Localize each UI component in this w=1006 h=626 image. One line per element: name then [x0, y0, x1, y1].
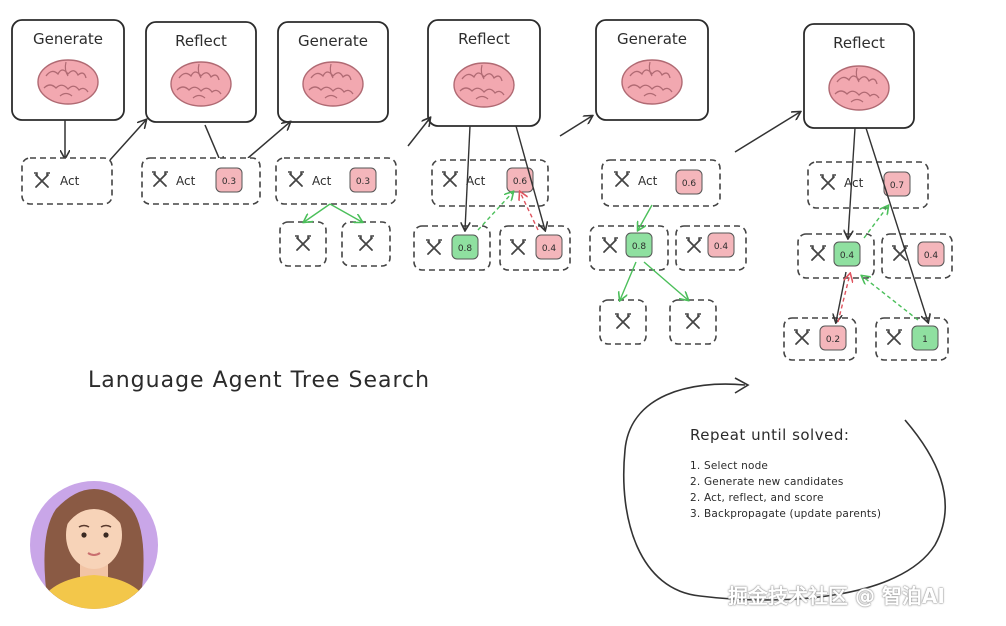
act-label: Act	[638, 174, 658, 188]
act-node: Act	[21, 157, 113, 205]
brain-icon	[37, 59, 99, 105]
stage-2-box: Reflect	[145, 21, 257, 123]
act-node: Act 0.7	[807, 161, 929, 209]
child-node	[599, 299, 647, 345]
score-label: 0.6	[682, 179, 697, 189]
stage-label: Reflect	[833, 34, 885, 52]
act-node: Act 0.6	[431, 159, 549, 207]
act-label: Act	[176, 174, 196, 188]
repeat-loop-arrow	[622, 377, 946, 601]
score-label: 0.4	[840, 251, 855, 261]
child-node: 0.2	[783, 317, 857, 361]
score-label: 0.8	[458, 244, 473, 254]
score-label: 0.6	[513, 177, 528, 187]
child-node	[341, 221, 391, 267]
brain-icon	[828, 65, 890, 111]
repeat-instructions: Repeat until solved: 1. Select node 2. G…	[690, 426, 940, 522]
stage-arrows	[65, 112, 800, 165]
repeat-title: Repeat until solved:	[690, 426, 850, 444]
avatar	[30, 481, 158, 609]
stage-label: Reflect	[175, 32, 227, 50]
stage-label: Generate	[33, 30, 103, 48]
score-label: 0.7	[890, 181, 904, 191]
score-label: 1	[922, 335, 928, 345]
child-node: 0.8	[413, 225, 491, 271]
child-node: 1	[875, 317, 949, 361]
score-label: 0.4	[714, 242, 729, 252]
brain-icon	[170, 61, 232, 107]
act-node: Act 0.3	[275, 157, 397, 205]
stage-6-box: Reflect	[803, 23, 915, 129]
act-node: Act 0.6	[601, 159, 721, 207]
score-label: 0.3	[356, 177, 370, 187]
repeat-step: 2. Act, reflect, and score	[690, 492, 824, 504]
stage-label: Reflect	[458, 30, 510, 48]
stage-4-box: Reflect	[427, 19, 541, 127]
child-node: 0.4	[881, 233, 953, 279]
brain-icon	[302, 61, 364, 107]
stage-3-box: Generate	[277, 21, 389, 123]
act-node: Act 0.3	[141, 157, 261, 205]
child-node: 0.4	[675, 225, 747, 271]
brain-icon	[621, 59, 683, 105]
repeat-step: 1. Select node	[690, 460, 769, 472]
repeat-step: 3. Backpropagate (update parents)	[690, 508, 882, 520]
watermark: 掘金技术社区 @ 智泊AI	[728, 584, 945, 608]
score-label: 0.8	[632, 242, 647, 252]
repeat-step: 2. Generate new candidates	[690, 476, 844, 488]
child-node	[669, 299, 717, 345]
brain-icon	[453, 62, 515, 108]
act-label: Act	[60, 174, 80, 188]
act-label: Act	[312, 174, 332, 188]
child-node: 0.4	[797, 233, 875, 279]
tree-arrows	[304, 125, 928, 322]
act-label: Act	[844, 176, 864, 190]
stage-label: Generate	[298, 32, 368, 50]
act-label: Act	[466, 174, 486, 188]
stage-1-box: Generate	[11, 19, 125, 121]
child-node	[279, 221, 327, 267]
stage-5-box: Generate	[595, 19, 709, 121]
diagram-title: Language Agent Tree Search	[88, 368, 431, 393]
score-label: 0.3	[222, 177, 236, 187]
score-label: 0.4	[542, 244, 557, 254]
child-node: 0.8	[589, 225, 669, 271]
score-label: 0.2	[826, 335, 840, 345]
score-label: 0.4	[924, 251, 939, 261]
stage-label: Generate	[617, 30, 687, 48]
child-node: 0.4	[499, 225, 571, 271]
